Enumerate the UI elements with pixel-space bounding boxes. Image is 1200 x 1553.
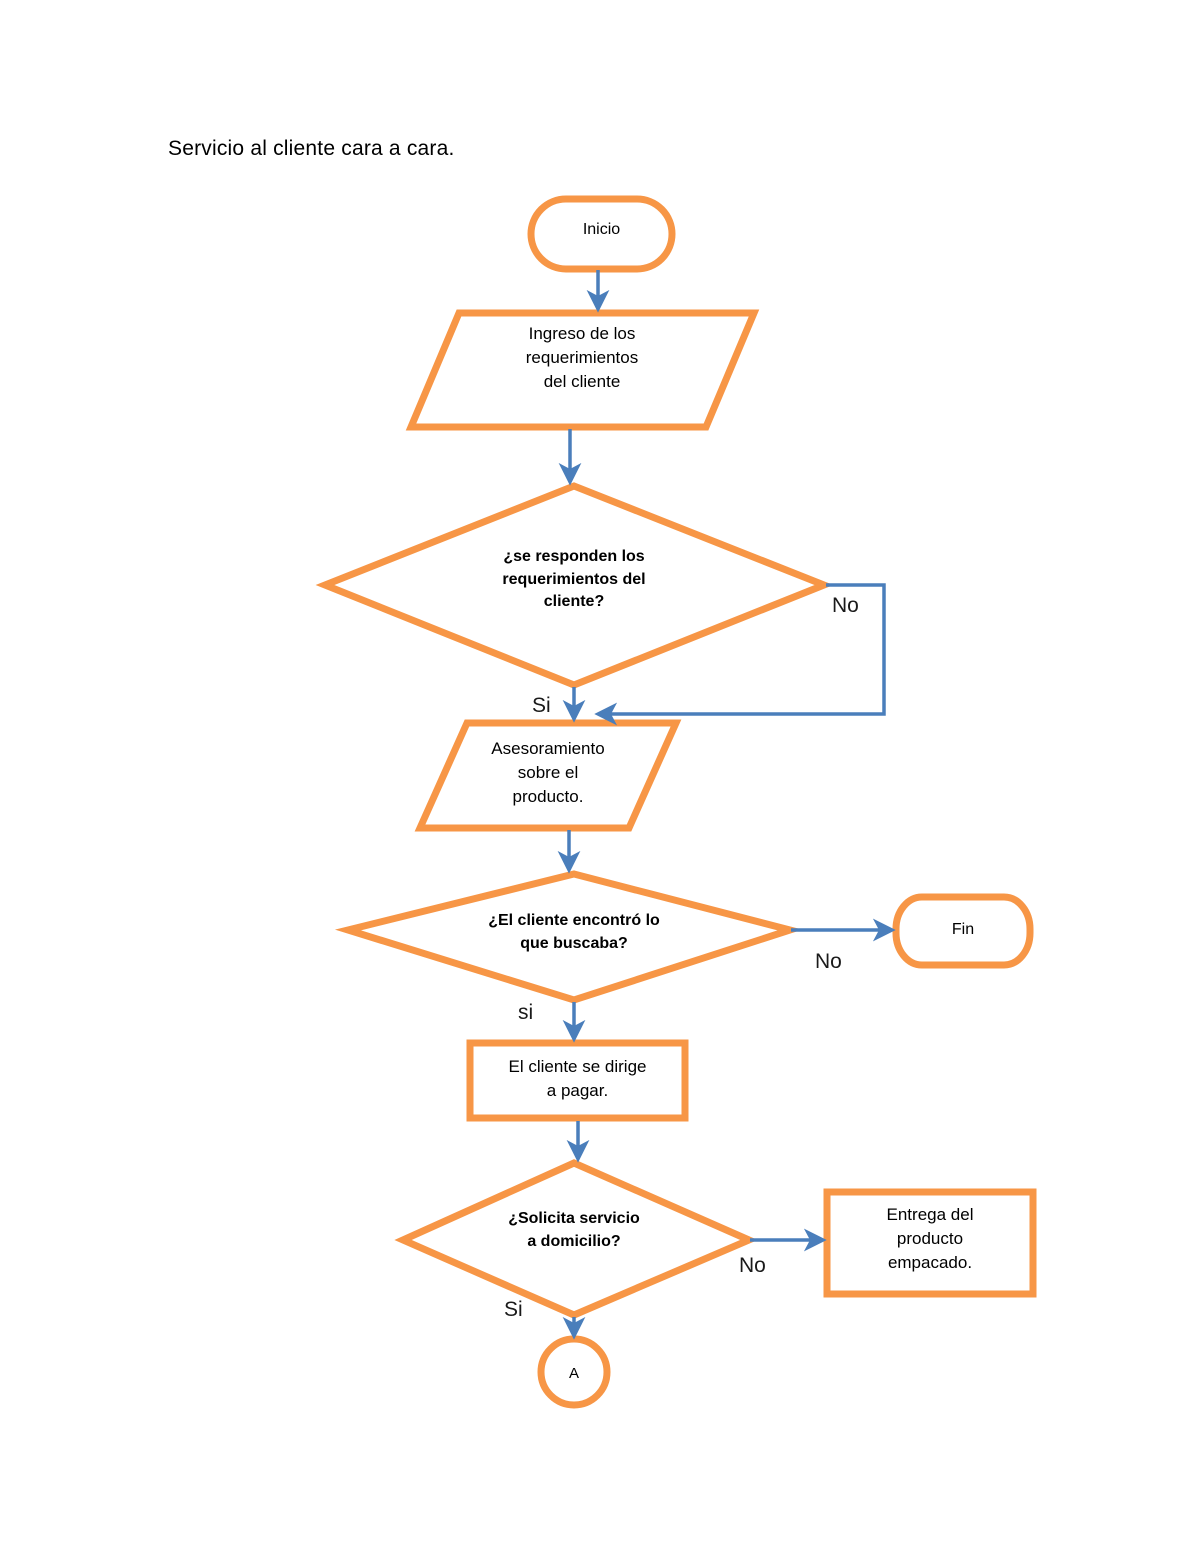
node-dec2-label: ¿El cliente encontró lo que buscaba? — [488, 912, 660, 952]
node-fin-label: Fin — [951, 921, 975, 938]
node-dec1-label: ¿se responden los requerimientos del cli… — [502, 548, 646, 611]
node-asesoramiento-label: Asesoramiento sobre el producto. — [491, 739, 605, 807]
page-title: Servicio al cliente cara a cara. — [168, 137, 455, 160]
node-conector-a-label: A — [568, 1365, 579, 1382]
edge-dec1-no-loop — [594, 583, 886, 726]
edge-label-dec2-si: si — [518, 1001, 534, 1024]
node-pagar — [466, 1039, 689, 1122]
node-ingreso — [405, 309, 760, 431]
edge-label-dec3-si: Si — [504, 1298, 523, 1321]
node-dec1 — [315, 482, 834, 689]
node-entrega — [823, 1188, 1037, 1298]
edge-label-dec1-no: No — [832, 594, 859, 617]
node-dec2 — [334, 870, 803, 1004]
node-inicio — [527, 195, 676, 273]
edge-label-dec1-si: Si — [532, 694, 551, 717]
edge-label-dec2-no: No — [815, 950, 842, 973]
node-dec3 — [394, 1159, 758, 1319]
node-fin — [892, 893, 1034, 969]
node-inicio-label: Inicio — [582, 221, 621, 238]
node-dec3-label: ¿Solicita servicio a domicilio? — [508, 1210, 640, 1250]
edge-label-dec3-no: No — [739, 1254, 766, 1277]
node-entrega-label: Entrega del producto empacado. — [886, 1205, 974, 1273]
node-ingreso-label: Ingreso de los requerimientos del client… — [525, 324, 639, 392]
node-pagar-label: El cliente se dirige a pagar. — [508, 1057, 647, 1101]
